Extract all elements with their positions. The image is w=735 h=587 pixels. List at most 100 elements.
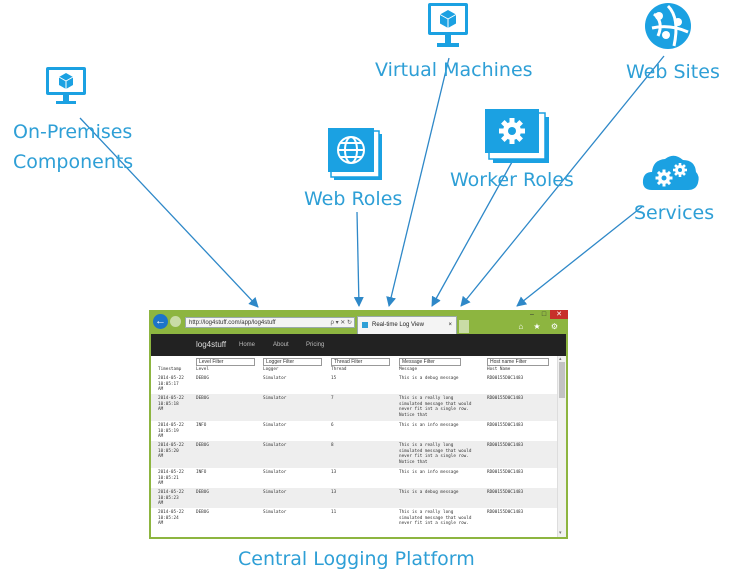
virtual-machines-label: Virtual Machines bbox=[375, 59, 533, 81]
cell-message: This is an info message bbox=[399, 470, 459, 475]
cell-host: RD00155D0C1483 bbox=[487, 376, 524, 381]
minimize-button[interactable]: – bbox=[530, 311, 534, 318]
arrow-services bbox=[516, 205, 644, 307]
logger-filter-input[interactable]: Logger Filter bbox=[263, 358, 322, 366]
new-tab-button[interactable] bbox=[459, 320, 469, 333]
cell-timestamp: 2014-05-22 10:05:19 AM bbox=[158, 423, 184, 439]
header-level: Level bbox=[196, 367, 209, 372]
toolbar-icons[interactable]: ⌂ ★ ⚙ bbox=[518, 322, 562, 331]
nav-pricing[interactable]: Pricing bbox=[306, 342, 325, 348]
cell-host: RD00155D0C1483 bbox=[487, 423, 524, 428]
window-controls: –□✕ bbox=[526, 310, 568, 319]
table-row[interactable]: 2014-05-22 10:05:23 AM DEBUG Simulator 13 Th… bbox=[151, 488, 557, 508]
site-navbar: log4stuff Home About Pricing bbox=[151, 334, 566, 356]
table-row[interactable]: 2014-05-22 10:05:17 AM DEBUG Simulator 15 Th… bbox=[151, 374, 557, 394]
cell-message: This is an info message bbox=[399, 423, 459, 428]
cell-thread: 8 bbox=[331, 443, 334, 448]
cell-host: RD00155D0C1483 bbox=[487, 510, 524, 515]
monitor-cube-icon bbox=[428, 3, 468, 47]
cell-thread: 13 bbox=[331, 490, 337, 495]
cell-host: RD00155D0C1483 bbox=[487, 443, 524, 448]
address-tools[interactable]: ρ ▾ ✕ ↻ bbox=[330, 320, 352, 326]
cell-thread: 15 bbox=[331, 376, 337, 381]
globe-icon bbox=[645, 3, 691, 49]
cell-message: This is a really long simulated message … bbox=[399, 396, 472, 418]
tab-favicon-icon bbox=[362, 322, 368, 328]
vertical-scrollbar[interactable]: ▴ ▾ bbox=[557, 356, 566, 537]
thread-filter-input[interactable]: Thread Filter bbox=[331, 358, 390, 366]
browser-chrome: ← http://log4stuff.com/app/log4stuff ρ ▾… bbox=[149, 310, 568, 334]
arrow-web-roles bbox=[353, 211, 364, 307]
maximize-button[interactable]: □ bbox=[541, 311, 547, 318]
nav-home[interactable]: Home bbox=[239, 342, 256, 348]
cell-message: This is a really long simulated message … bbox=[399, 443, 472, 465]
cell-logger: Simulator bbox=[263, 490, 287, 495]
central-logging-platform-label: Central Logging Platform bbox=[238, 548, 475, 570]
on-premises-label-line2: Components bbox=[13, 151, 134, 173]
page-viewport: log4stuff Home About Pricing Level Filte… bbox=[151, 334, 566, 537]
cell-level: INFO bbox=[196, 423, 207, 428]
site-brand[interactable]: log4stuff bbox=[196, 340, 227, 349]
scroll-thumb[interactable] bbox=[559, 362, 565, 398]
monitor-cube-icon bbox=[46, 67, 86, 104]
cell-logger: Simulator bbox=[263, 510, 287, 515]
header-timestamp: Timestamp bbox=[158, 367, 182, 372]
table-row[interactable]: 2014-05-22 10:05:19 AM INFO Simulator 6 This… bbox=[151, 421, 557, 441]
arrow-web-sites bbox=[460, 55, 665, 307]
cell-level: DEBUG bbox=[196, 396, 209, 401]
cell-host: RD00155D0C1483 bbox=[487, 396, 524, 401]
header-logger: Logger bbox=[263, 367, 279, 372]
message-filter-input[interactable]: Message Filter bbox=[399, 358, 461, 366]
gear-stack-icon bbox=[485, 109, 549, 163]
cell-message: This is a really long simulated message … bbox=[399, 510, 472, 526]
tab-close-icon[interactable]: × bbox=[448, 322, 452, 328]
services-label: Services bbox=[634, 202, 715, 224]
cell-message: This is a debug message bbox=[399, 490, 459, 495]
table-row[interactable]: 2014-05-22 10:05:21 AM INFO Simulator 13 Thi… bbox=[151, 468, 557, 488]
tab-real-time-log-view[interactable]: Real-time Log View × bbox=[357, 316, 457, 334]
address-bar[interactable]: http://log4stuff.com/app/log4stuff ρ ▾ ✕… bbox=[185, 317, 355, 328]
cell-thread: 7 bbox=[331, 396, 334, 401]
cell-timestamp: 2014-05-22 10:05:18 AM bbox=[158, 396, 184, 412]
cell-timestamp: 2014-05-22 10:05:23 AM bbox=[158, 490, 184, 506]
forward-button[interactable] bbox=[170, 316, 181, 327]
browser-window: ← http://log4stuff.com/app/log4stuff ρ ▾… bbox=[149, 310, 568, 539]
on-premises-label-line1: On-Premises bbox=[13, 121, 133, 143]
host-filter-input[interactable]: Host name Filter bbox=[487, 358, 549, 366]
cell-level: DEBUG bbox=[196, 490, 209, 495]
cell-level: DEBUG bbox=[196, 376, 209, 381]
close-window-button[interactable]: ✕ bbox=[550, 310, 568, 319]
scroll-down-icon[interactable]: ▾ bbox=[559, 530, 562, 536]
cell-logger: Simulator bbox=[263, 396, 287, 401]
nav-about[interactable]: About bbox=[273, 342, 289, 348]
globe-stack-icon bbox=[328, 128, 382, 180]
cell-logger: Simulator bbox=[263, 470, 287, 475]
arrow-virtual-machines bbox=[386, 57, 450, 307]
level-filter-input[interactable]: Level Filter bbox=[196, 358, 255, 366]
cell-level: DEBUG bbox=[196, 510, 209, 515]
web-sites-label: Web Sites bbox=[626, 61, 720, 83]
arrow-worker-roles bbox=[431, 161, 513, 307]
arrow-on-premises bbox=[79, 117, 259, 308]
cell-timestamp: 2014-05-22 10:05:20 AM bbox=[158, 443, 184, 459]
cell-timestamp: 2014-05-22 10:05:17 AM bbox=[158, 376, 184, 392]
cell-logger: Simulator bbox=[263, 376, 287, 381]
web-roles-label: Web Roles bbox=[304, 188, 403, 210]
cloud-gears-icon bbox=[642, 155, 699, 190]
tab-title: Real-time Log View bbox=[372, 322, 424, 328]
cell-thread: 6 bbox=[331, 423, 334, 428]
cell-message: This is a debug message bbox=[399, 376, 459, 381]
cell-thread: 13 bbox=[331, 470, 337, 475]
cell-logger: Simulator bbox=[263, 423, 287, 428]
table-row[interactable]: 2014-05-22 10:05:18 AM DEBUG Simulator 7 Thi… bbox=[151, 394, 557, 421]
scroll-up-icon[interactable]: ▴ bbox=[559, 356, 562, 362]
header-message: Message bbox=[399, 367, 418, 372]
cell-level: INFO bbox=[196, 470, 207, 475]
address-text: http://log4stuff.com/app/log4stuff bbox=[189, 320, 276, 326]
worker-roles-label: Worker Roles bbox=[450, 169, 574, 191]
back-button[interactable]: ← bbox=[153, 314, 168, 329]
cell-timestamp: 2014-05-22 10:05:21 AM bbox=[158, 470, 184, 486]
